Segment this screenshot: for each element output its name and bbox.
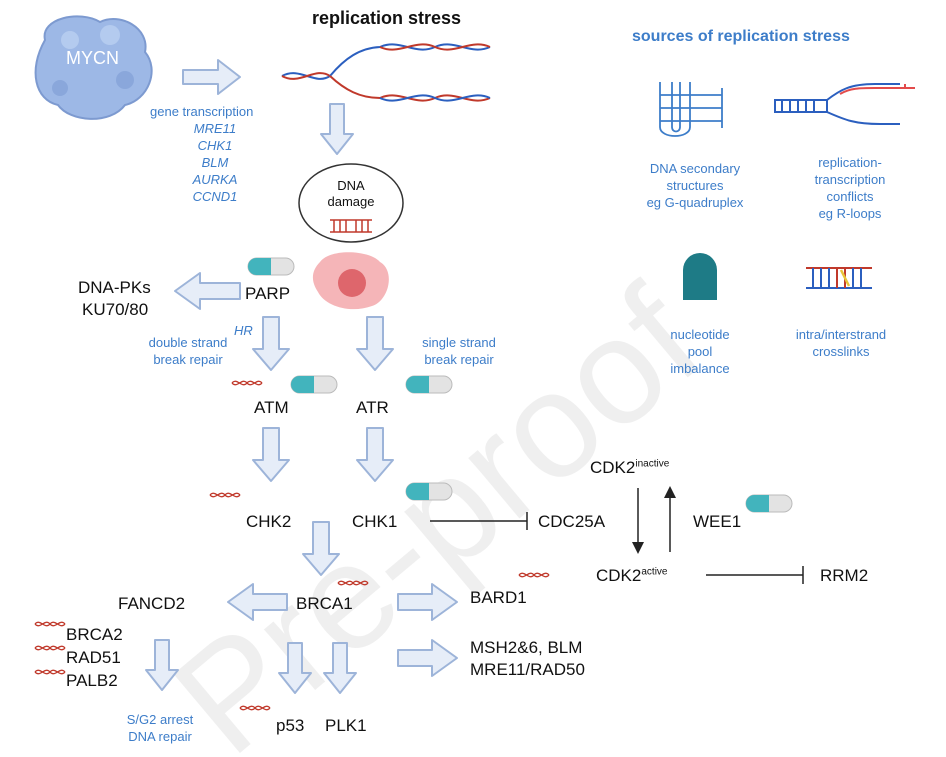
node-brca2: BRCA2 [66,625,123,644]
regulation-lines [430,486,804,584]
crosslink-icon [806,267,872,289]
arrow-to-arrest [145,639,179,691]
mutation-icon-brca2 [34,621,66,627]
dsb-repair-label: double strand break repair [148,335,228,367]
target-gene: CHK1 [197,138,233,153]
r-loop-icon [774,83,915,125]
arrest-repair-label: S/G2 arrest DNA repair [126,712,194,744]
arrow-brca1-to-plk1 [323,642,357,694]
node-rad51: RAD51 [66,648,121,667]
node-chk1: CHK1 [352,512,398,531]
inhibitor-pill-icons [247,257,793,513]
arrow-fork-to-damage [320,103,354,155]
pill-wee1 [745,494,793,513]
mutation-icon-palb2 [34,669,66,675]
mycn-protein-icon [34,15,153,120]
arrow-parp-to-dnapks [174,272,241,310]
node-p53: p53 [276,716,305,735]
mutation-icon-bard1 [518,572,550,578]
source-label-nucleotide-pool: nucleotide pool imbalance [670,327,730,376]
node-parp: PARP [245,284,291,303]
node-dna-pks: DNA-PKs [78,278,151,297]
node-atm: ATM [254,398,289,417]
node-mre11-rad50: MRE11/RAD50 [470,660,585,679]
pathway-arrows [145,59,458,694]
arrow-brca1-to-fancd2 [227,583,288,621]
mutation-dna-icons [34,380,550,711]
arrow-brca1-to-bard1 [397,583,458,621]
arrow-to-atm [252,316,290,371]
node-cdc25a: CDC25A [538,512,606,531]
target-gene: CCND1 [192,189,238,204]
node-cdk2-inactive: CDK2inactive [590,458,670,477]
node-cdk2-active: CDK2active [596,566,668,585]
gene-transcription-label: gene transcription [150,104,254,119]
nucleotide-pool-icon [683,253,717,300]
mutation-icon-p53 [239,705,271,711]
target-gene: MRE11 [193,121,237,136]
node-plk1: PLK1 [325,716,367,735]
mycn-target-genes: MRE11 CHK1 BLM AURKA CCND1 [180,120,250,205]
mycn-label: MYCN [66,48,119,68]
source-label-crosslinks: intra/interstrand crosslinks [795,327,887,359]
hr-label: HR [234,323,253,338]
diagram-title: replication stress [312,8,462,28]
node-chk2: CHK2 [246,512,292,531]
pill-chk1 [405,482,453,501]
node-msh2-6-blm: MSH2&6, BLM [470,638,583,657]
arrow-atr-to-chk1 [356,427,394,482]
mutation-icon-rad51 [34,645,66,651]
node-wee1: WEE1 [693,512,742,531]
mutation-icon-atm [231,380,263,386]
pill-atr [405,375,453,394]
replication-fork-icon [281,43,491,102]
pill-parp [247,257,295,276]
target-gene: AURKA [192,172,238,187]
damaged-cell-icon [312,252,389,310]
mutation-icon-brca1 [337,580,369,586]
node-atr: ATR [356,398,389,417]
node-brca1: BRCA1 [296,594,353,613]
arrow-to-brca1 [302,521,340,576]
node-fancd2: FANCD2 [118,594,186,613]
pill-atm [290,375,338,394]
arrow-atm-to-chk2 [252,427,290,482]
target-gene: BLM [201,155,229,170]
arrow-to-atr [356,316,394,371]
node-palb2: PALB2 [66,671,118,690]
node-rrm2: RRM2 [820,566,869,585]
arrow-brca1-to-msh [397,639,458,677]
source-label-g-quadruplex: DNA secondary structures eg G-quadruplex [646,161,744,210]
source-label-r-loops: replication- transcription conflicts eg … [814,155,886,221]
node-ku70-80: KU70/80 [82,300,149,319]
dna-damage-circle [298,163,404,243]
ssb-repair-label: single strand break repair [422,335,496,367]
sources-heading: sources of replication stress [632,28,850,45]
node-bard1: BARD1 [470,588,527,607]
arrow-brca1-to-p53 [278,642,312,694]
mutation-icon-chk2 [209,492,241,498]
arrow-mycn-to-fork [182,59,241,95]
dna-damage-label: DNA damage [327,178,375,209]
g-quadruplex-icon [659,82,723,137]
